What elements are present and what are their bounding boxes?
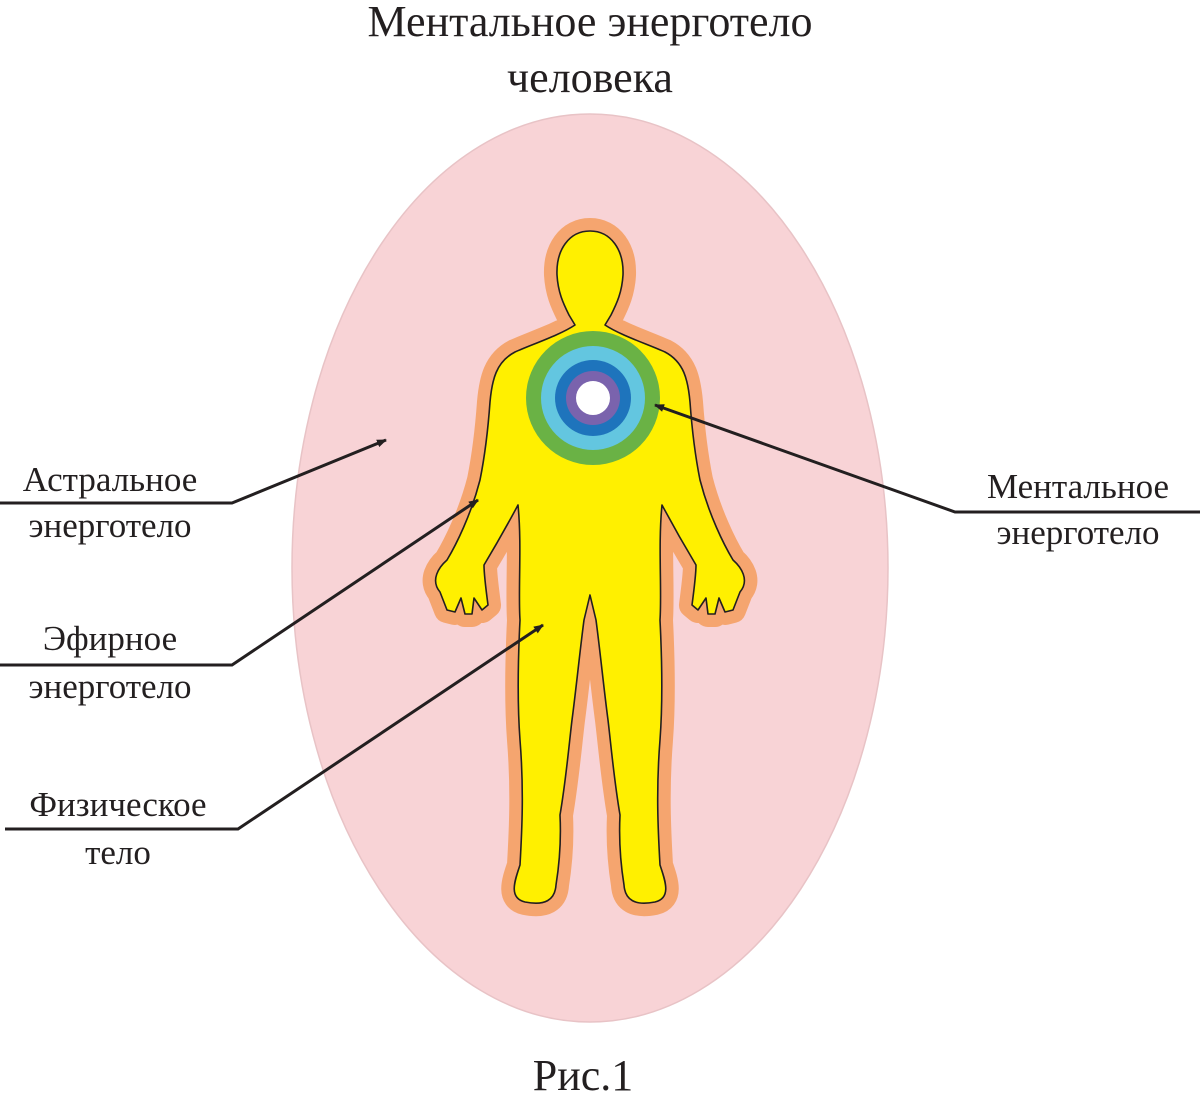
- astral-label-line-2: энерготело: [28, 506, 191, 545]
- title-line-1: Ментальное энерготело: [368, 0, 813, 46]
- mental-label-line-1: Ментальное: [987, 467, 1169, 506]
- astral-leader-line: [0, 438, 387, 505]
- physical-label-line-2: тело: [85, 833, 151, 872]
- etheric-label-line-1: Эфирное: [43, 619, 177, 658]
- title-line-2: человека: [507, 53, 673, 102]
- etheric-label-line-2: энерготело: [28, 667, 191, 706]
- mental-label-line-2: энерготело: [996, 513, 1159, 552]
- mental-leader-line: [654, 403, 1200, 514]
- etheric-leader-line: [0, 498, 479, 667]
- physical-label-line-1: Физическое: [29, 785, 206, 824]
- mental-ring-center: [576, 381, 610, 415]
- leader-lines: [0, 403, 1200, 831]
- human-figure: [422, 218, 758, 917]
- figure-caption: Рис.1: [533, 1051, 634, 1098]
- physical-leader-line: [5, 623, 544, 831]
- astral-label-line-1: Астральное: [23, 460, 198, 499]
- physical-body: [434, 230, 746, 904]
